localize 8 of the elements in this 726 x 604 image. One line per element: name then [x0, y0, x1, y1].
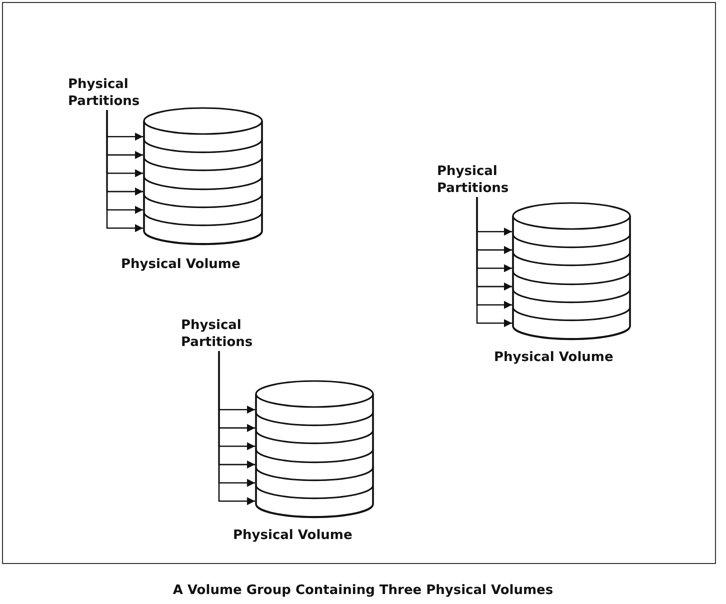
volume-caption: Physical Volume — [233, 528, 352, 543]
arrow — [106, 110, 143, 232]
volume-caption: Physical Volume — [121, 257, 240, 272]
callout-label: Physical Partitions — [181, 317, 291, 351]
callout-label: Physical Partitions — [68, 76, 178, 110]
callout-label: Physical Partitions — [437, 163, 547, 197]
volume-caption: Physical Volume — [494, 350, 614, 365]
figure-caption: A Volume Group Containing Three Physical Volumes — [172, 583, 554, 598]
